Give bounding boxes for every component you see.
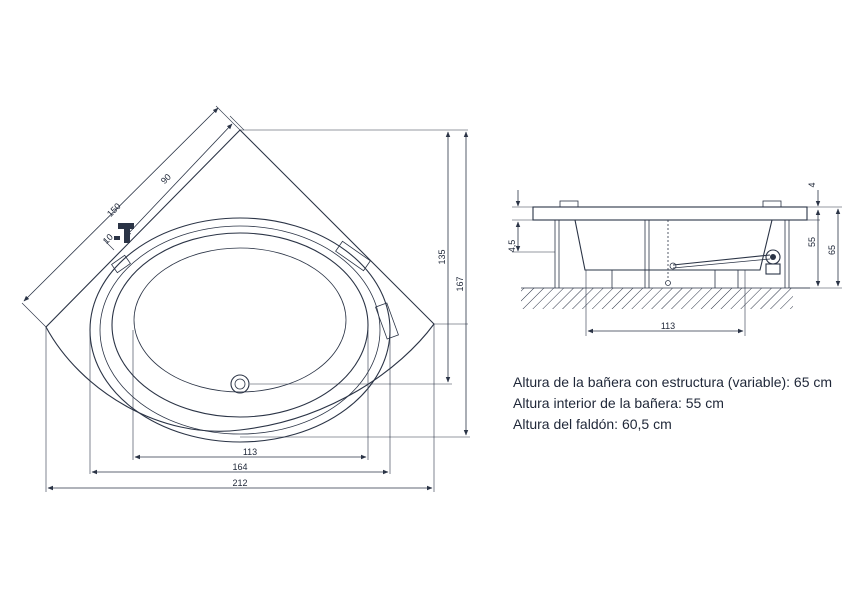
tub-rim-inner — [99, 225, 381, 435]
dim-113-plan: 113 — [243, 447, 257, 457]
jet-panel-1 — [335, 240, 371, 272]
dim-164: 164 — [232, 462, 247, 472]
jet-panel-2 — [375, 302, 399, 340]
dim-4-5: 4,5 — [507, 240, 517, 253]
tub-rim-side — [532, 206, 808, 221]
tub-outline — [45, 129, 435, 432]
dim-line-150 — [23, 107, 219, 302]
dim-135: 135 — [437, 249, 447, 264]
floor-hatch — [521, 288, 793, 309]
tub-basin-floor — [133, 247, 347, 393]
dim-line-90 — [125, 123, 233, 237]
dim-113-side: 113 — [661, 321, 675, 331]
spec-line-skirt-height: Altura del faldón: 60,5 cm — [513, 416, 672, 432]
dim-55: 55 — [807, 237, 817, 247]
dim-4: 4 — [807, 182, 817, 187]
side-view: 4 55 65 4,5 113 — [507, 182, 842, 336]
dim-90: 90 — [159, 172, 173, 186]
tub-basin — [111, 232, 369, 418]
tub-body-side — [574, 219, 773, 271]
dim-10: 10 — [101, 232, 115, 246]
dim-150: 150 — [105, 201, 123, 219]
spec-line-interior-height: Altura interior de la bañera: 55 cm — [513, 395, 724, 411]
dim-65: 65 — [827, 245, 837, 255]
plan-view: 212 164 113 167 135 150 90 10 — [21, 105, 470, 492]
dim-212: 212 — [232, 478, 247, 488]
spec-line-height-structure: Altura de la bañera con estructura (vari… — [513, 374, 833, 390]
drain-icon — [230, 374, 250, 394]
drain-inner — [234, 378, 246, 390]
dim-167: 167 — [455, 276, 465, 291]
